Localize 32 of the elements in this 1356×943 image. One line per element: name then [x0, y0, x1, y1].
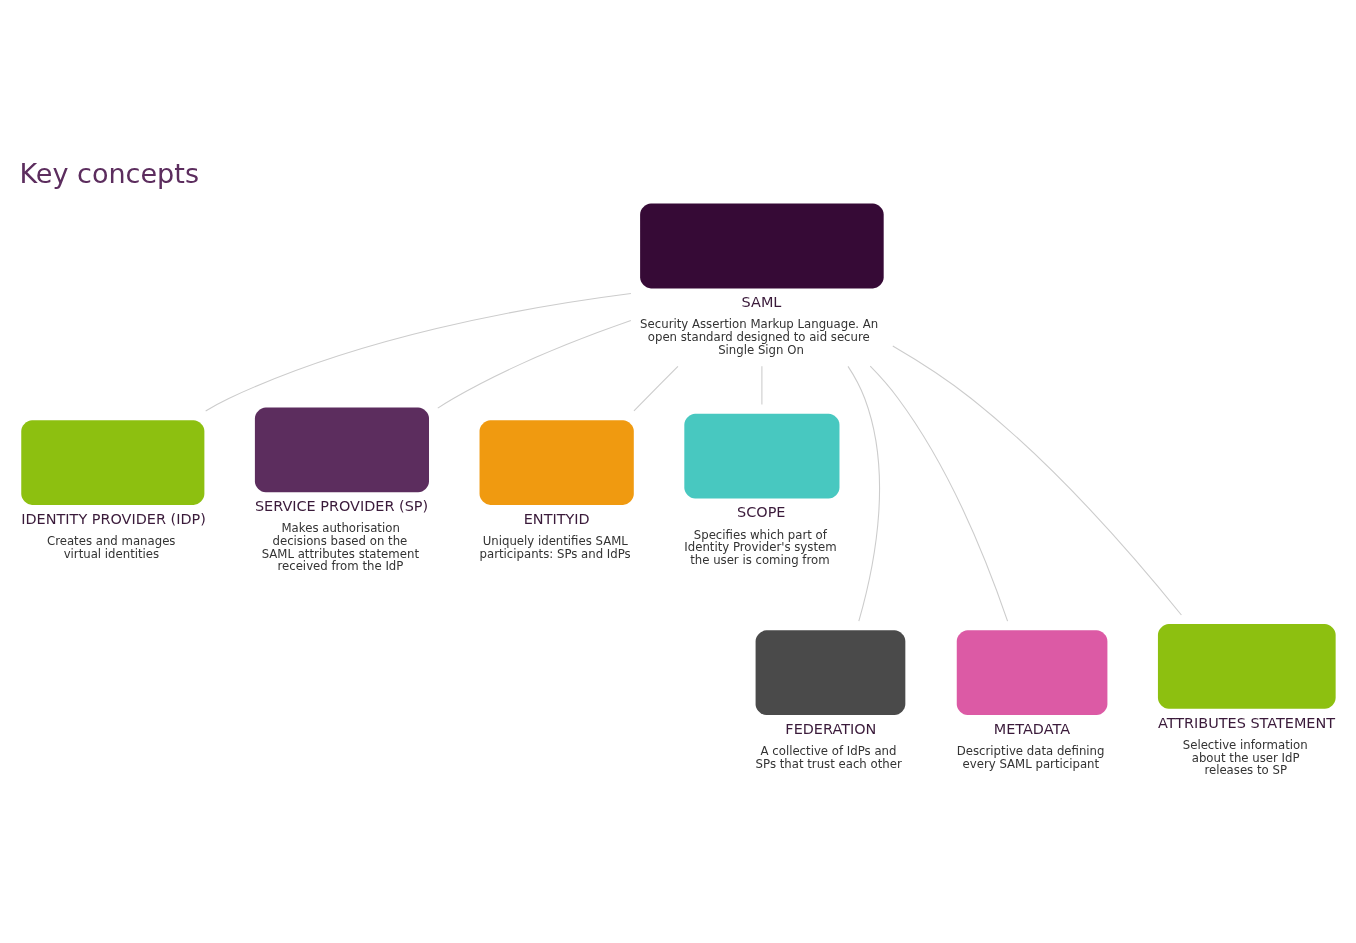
node-box: [479, 419, 634, 505]
node-label: Makes authorisation decisions based on the SAML attributes statement received from the IdP: [261, 520, 419, 573]
connector: [869, 365, 1009, 622]
node-label: A collective of IdPs and SPs that trust each other: [755, 743, 902, 771]
connector: [633, 365, 679, 411]
node-label: Creates and manages virtual identities: [46, 533, 176, 561]
node-box: [1157, 623, 1336, 709]
node-box: [755, 629, 906, 715]
node-label: Uniquely identifies SAML participants: SPs and IdPs: [479, 533, 631, 561]
node-label: Descriptive data defining every SAML participant: [956, 743, 1105, 771]
connector: [761, 365, 763, 405]
diagram-title: Key concepts: [19, 157, 199, 189]
node-label: Specifies which part of Identity Provider's system the user is coming from: [684, 527, 837, 567]
node-label: ATTRIBUTES STATEMENT: [1157, 714, 1336, 731]
connector: [437, 319, 632, 409]
connector: [892, 344, 1182, 615]
node-label: IDENTITY PROVIDER (IDP): [21, 510, 206, 527]
node-label: FEDERATION: [785, 720, 877, 737]
connector: [847, 365, 881, 622]
node-label: SCOPE: [737, 503, 786, 520]
node-label: METADATA: [993, 720, 1071, 737]
node-box: [254, 407, 429, 492]
node-box: [684, 413, 840, 499]
node-label: Selective information about the user IdP releases to SP: [1182, 737, 1308, 777]
node-label: SAML: [741, 293, 782, 310]
node-label: SERVICE PROVIDER (SP): [254, 497, 429, 514]
connector: [205, 292, 632, 412]
node-box: [21, 419, 205, 505]
node-label: Security Assertion Markup Language. An open standard designed to aid secure Single Sign On: [640, 316, 879, 357]
node-label: ENTITYID: [523, 510, 590, 527]
node-box: [640, 203, 884, 288]
node-box: [956, 629, 1108, 715]
